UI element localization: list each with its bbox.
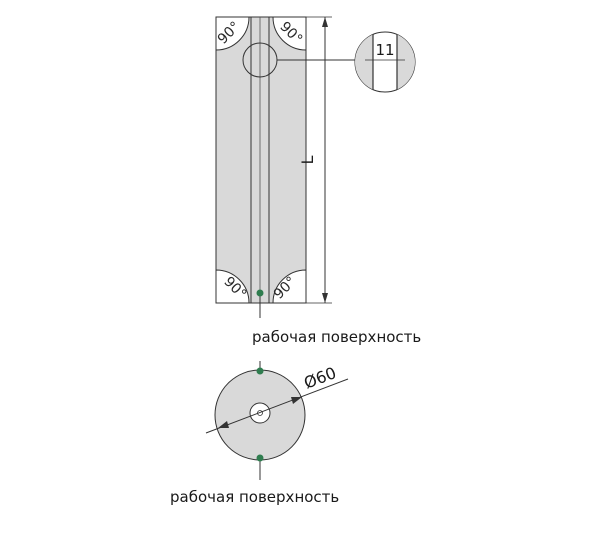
length-dimension: L <box>298 16 332 304</box>
length-arrow-bottom <box>322 293 328 303</box>
side-view-surface-marker <box>256 289 264 297</box>
angle-arc-bottom-right <box>272 269 307 304</box>
angle-arc-bottom-left <box>215 269 250 304</box>
length-arrow-top <box>322 17 328 27</box>
diameter-dimension-line <box>205 378 349 434</box>
bar-body <box>215 16 307 304</box>
side-view: 90° 90° 90° 90° <box>215 16 307 318</box>
end-view-caption: рабочая поверхность <box>170 488 339 506</box>
diameter-label: Ø60 <box>301 363 339 393</box>
diameter-arrow-right <box>291 397 302 404</box>
detail-dimension-label: 11 <box>375 41 394 59</box>
detail-enlarged-content <box>355 32 415 92</box>
diameter-arrow-left <box>218 421 229 428</box>
length-label: L <box>298 155 317 164</box>
detail-callout: 11 <box>242 31 416 93</box>
angle-arc-top-right <box>272 16 307 51</box>
end-view-surface-marker-top <box>256 367 264 375</box>
end-view: Ø60 <box>205 361 349 480</box>
angle-arc-top-left <box>215 16 250 51</box>
end-view-surface-marker-bottom <box>256 454 264 462</box>
side-view-caption: рабочая поверхность <box>252 328 421 346</box>
